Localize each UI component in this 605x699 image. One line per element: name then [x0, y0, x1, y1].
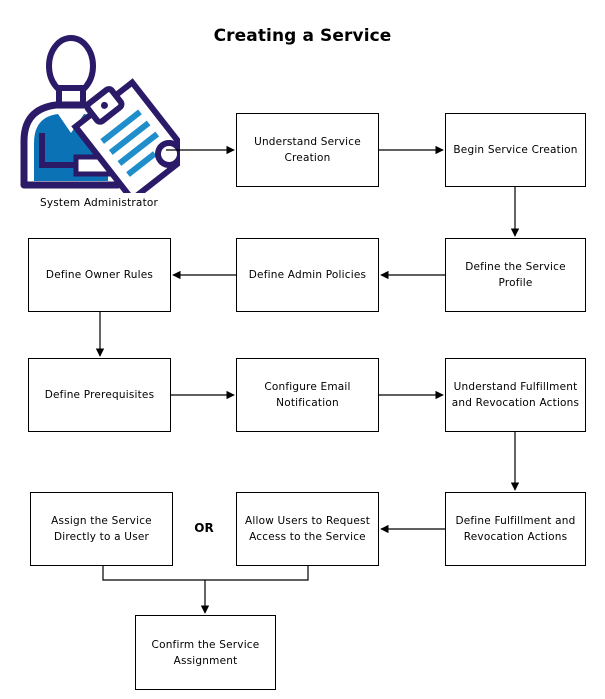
node-label: Allow Users to Request Access to the Ser…: [244, 515, 371, 543]
page-title: Creating a Service: [213, 26, 392, 46]
node-label: Understand Fulfillment and Revocation Ac…: [451, 381, 580, 409]
node-label: Begin Service Creation: [453, 144, 578, 156]
node-define-prerequisites[interactable]: Define Prerequisites: [28, 358, 171, 432]
node-understand-fulfillment-and-revocation-actions[interactable]: Understand Fulfillment and Revocation Ac…: [445, 358, 586, 432]
node-label: Define Admin Policies: [248, 269, 367, 281]
node-label: Confirm the Service Assignment: [151, 638, 260, 667]
node-label: Understand Service Creation: [254, 136, 361, 164]
node-label: Define Owner Rules: [45, 269, 154, 281]
node-label: Configure Email Notification: [264, 381, 351, 409]
node-begin-service-creation[interactable]: Begin Service Creation: [445, 113, 586, 187]
node-label: Define Prerequisites: [44, 389, 155, 401]
node-label: Assign the Service Directly to a User: [51, 515, 152, 543]
connector-assign-to-junction: [102, 566, 205, 581]
node-label: Define the Service Profile: [465, 261, 566, 289]
node-label: Define Fulfillment and Revocation Action…: [455, 515, 576, 543]
or-branch-label: OR: [194, 521, 214, 535]
node-define-admin-policies[interactable]: Define Admin Policies: [236, 238, 379, 312]
node-understand-service-creation[interactable]: Understand Service Creation: [236, 113, 379, 187]
node-define-fulfillment-and-revocation-actions[interactable]: Define Fulfillment and Revocation Action…: [445, 492, 586, 566]
node-assign-the-service-directly-to-a-user[interactable]: Assign the Service Directly to a User: [30, 492, 173, 566]
node-configure-email-notification[interactable]: Configure Email Notification: [236, 358, 379, 432]
actor-caption: System Administrator: [39, 197, 159, 209]
node-confirm-the-service-assignment[interactable]: Confirm the Service Assignment: [135, 615, 276, 690]
system-administrator-icon: [20, 35, 180, 193]
node-define-the-service-profile[interactable]: Define the Service Profile: [445, 238, 586, 312]
node-allow-users-to-request-access[interactable]: Allow Users to Request Access to the Ser…: [236, 492, 379, 566]
node-define-owner-rules[interactable]: Define Owner Rules: [28, 238, 171, 312]
connector-allow-to-junction: [205, 566, 309, 581]
